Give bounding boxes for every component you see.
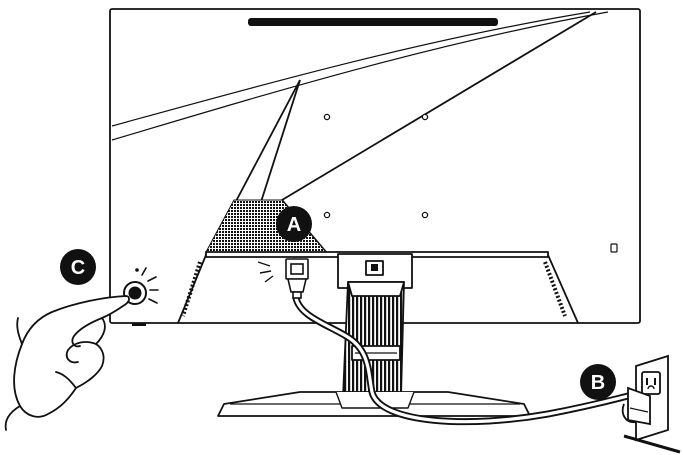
side-vent-right <box>543 261 567 317</box>
panel-crease-lower <box>111 11 591 127</box>
top-vent <box>248 18 498 26</box>
callout-a-badge <box>276 206 312 242</box>
vesa-holes <box>323 113 429 219</box>
side-vent-left <box>181 261 202 317</box>
callout-c: C <box>60 249 96 285</box>
callout-a-label: A <box>287 214 301 236</box>
shoulder-right <box>547 254 579 324</box>
vesa-hole <box>421 211 429 219</box>
vesa-hole <box>421 113 429 121</box>
pointing-hand-icon <box>4 295 130 431</box>
monitor-stand <box>217 253 531 417</box>
callout-b-badge <box>580 364 616 400</box>
power-cable <box>292 294 632 426</box>
monitor-back <box>109 8 641 326</box>
callout-a: A <box>276 206 312 242</box>
stand-neck-cap <box>347 281 405 297</box>
vesa-hole <box>323 113 331 121</box>
panel-crease-upper <box>111 11 609 141</box>
button-notch <box>132 323 146 326</box>
callout-c-label: C <box>71 257 85 279</box>
vesa-hole <box>323 211 331 219</box>
mount-latch-inner <box>371 264 378 271</box>
power-cable-core <box>294 296 630 424</box>
power-connector-icon <box>257 258 309 299</box>
power-plug-icon <box>621 386 651 426</box>
kensington-slot <box>610 243 618 253</box>
callout-c-badge <box>60 249 96 285</box>
callout-b: B <box>580 364 616 400</box>
callout-b-label: B <box>591 372 605 394</box>
